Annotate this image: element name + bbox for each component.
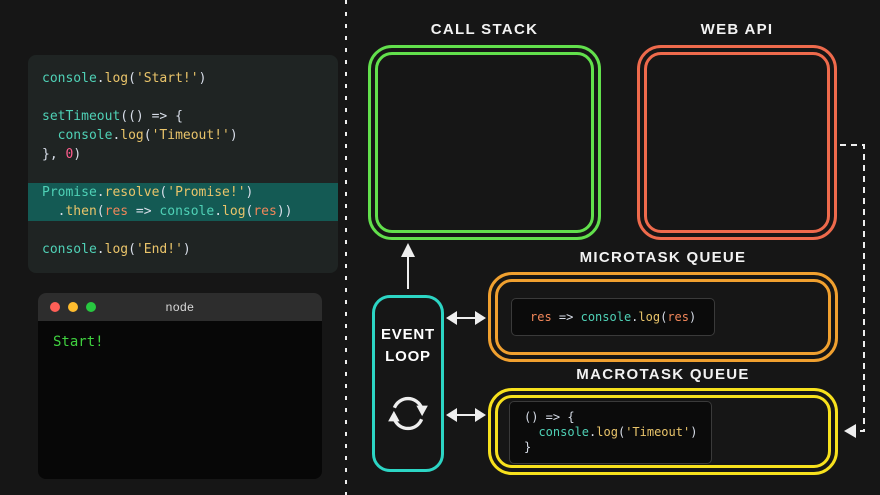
maximize-button-icon [86, 302, 96, 312]
macrotask-queue-label: MACROTASK QUEUE [576, 366, 750, 383]
microtask-queue-box: res => console.log(res) [488, 272, 838, 362]
terminal-title: node [165, 300, 195, 314]
call-stack-box [368, 45, 601, 240]
event-loop-label: EVENT LOOP [380, 326, 435, 365]
code-line [28, 88, 338, 107]
call-stack-label: CALL STACK [430, 21, 539, 38]
code-line: .then(res => console.log(res)) [28, 202, 338, 221]
code-line: console.log('End!') [42, 242, 191, 257]
code-line: Promise.resolve('Promise!') [28, 183, 338, 202]
web-api-box [637, 45, 837, 240]
code-line: console.log('Timeout!') [57, 128, 238, 143]
macrotask-code-chip: () => { console.log('Timeout')} [509, 401, 713, 464]
code-line: console.log('Timeout') [538, 425, 698, 439]
microtask-bidirectional-arrow-icon [446, 311, 486, 325]
web-api-label: WEB API [700, 21, 774, 38]
terminal-titlebar: node [38, 293, 322, 321]
code-line: }, 0) [42, 147, 82, 162]
code-line: setTimeout(() => { [42, 109, 183, 124]
code-line [28, 221, 338, 240]
code-line: } [524, 440, 532, 454]
minimize-button-icon [68, 302, 78, 312]
macrotask-queue-box: () => { console.log('Timeout')} [488, 388, 838, 475]
up-arrow-icon [401, 243, 415, 289]
webapi-to-macrotask-dashed-arrow [840, 144, 865, 438]
microtask-code-chip: res => console.log(res) [511, 298, 716, 336]
code-line: console.log('Start!') [42, 71, 207, 86]
microtask-queue-label: MICROTASK QUEUE [579, 249, 747, 266]
terminal-output: Start! [53, 334, 104, 350]
code-line: () => { [524, 410, 575, 424]
terminal-window: node Start! [38, 293, 322, 479]
macrotask-bidirectional-arrow-icon [446, 408, 486, 422]
loop-cycle-icon [388, 396, 428, 431]
close-button-icon [50, 302, 60, 312]
code-editor-panel: console.log('Start!') setTimeout(() => {… [28, 55, 338, 273]
event-loop-box: EVENT LOOP [372, 295, 444, 472]
code-line [28, 164, 338, 183]
